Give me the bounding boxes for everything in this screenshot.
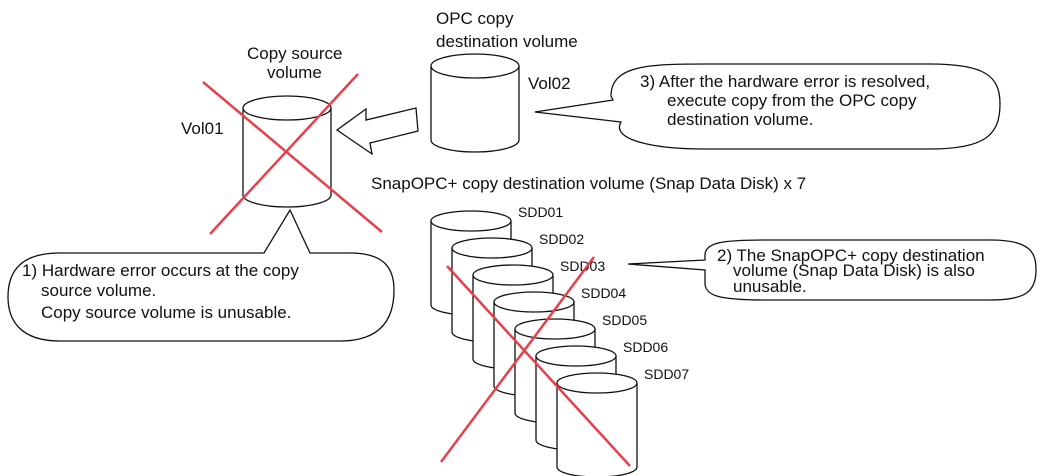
callout-sdd-unusable-line1: 2) The SnapOPC+ copy destination bbox=[717, 246, 985, 265]
snap-data-disk-label: SDD06 bbox=[623, 339, 668, 355]
snap-data-disk-label: SDD05 bbox=[602, 312, 647, 328]
snap-data-disk-top bbox=[514, 318, 596, 340]
callout-hardware-error-line3: Copy source volume is unusable. bbox=[41, 303, 291, 322]
callout-restore: 3) After the hardware error is resolved,… bbox=[534, 63, 1001, 150]
source-volume-caption-line1: Copy source bbox=[247, 44, 342, 63]
opc-volume-caption-line2: destination volume bbox=[436, 32, 578, 51]
source-volume-error-cross bbox=[202, 73, 383, 235]
snap-data-disk-top bbox=[556, 372, 638, 394]
snap-data-disk-label: SDD04 bbox=[581, 285, 626, 301]
snap-data-disk-label: SDD07 bbox=[644, 366, 689, 382]
snap-data-disk-label: SDD02 bbox=[539, 231, 584, 247]
snap-data-disk-top bbox=[493, 291, 575, 313]
source-volume-caption-line2: volume bbox=[267, 63, 322, 82]
restore-arrow bbox=[335, 107, 419, 156]
snap-data-disk-top bbox=[472, 264, 554, 286]
callout-restore-line3: destination volume. bbox=[667, 110, 813, 129]
snap-data-disk-top bbox=[535, 345, 617, 367]
snap-data-disk-top bbox=[430, 210, 512, 232]
source-volume-name: Vol01 bbox=[181, 119, 224, 138]
opc-volume: OPC copy destination volume Vol02 bbox=[430, 9, 578, 153]
callout-hardware-error-line1: 1) Hardware error occurs at the copy bbox=[22, 261, 299, 280]
callout-sdd-unusable-line2: volume (Snap Data Disk) is also bbox=[733, 261, 975, 280]
callout-hardware-error-line2: source volume. bbox=[41, 281, 156, 300]
snap-data-disk-label: SDD01 bbox=[518, 204, 563, 220]
opc-volume-caption-line1: OPC copy bbox=[436, 9, 514, 28]
callout-hardware-error: 1) Hardware error occurs at the copy sou… bbox=[7, 208, 395, 342]
opc-volume-name: Vol02 bbox=[528, 74, 571, 93]
opc-volume-cylinder bbox=[430, 53, 520, 153]
callout-restore-line2: execute copy from the OPC copy bbox=[667, 91, 917, 110]
snap-data-disk-label: SDD03 bbox=[560, 258, 605, 274]
callout-restore-line1: 3) After the hardware error is resolved, bbox=[640, 72, 930, 91]
callout-sdd-unusable: 2) The SnapOPC+ copy destination volume … bbox=[627, 239, 1037, 301]
snapopc-caption: SnapOPC+ copy destination volume (Snap D… bbox=[371, 174, 806, 193]
sdd-error-cross bbox=[439, 256, 631, 467]
callout-sdd-unusable-line3: unusable. bbox=[733, 277, 807, 296]
source-volume: Copy source volume Vol01 bbox=[181, 44, 383, 235]
snap-data-disk-top bbox=[451, 237, 533, 259]
